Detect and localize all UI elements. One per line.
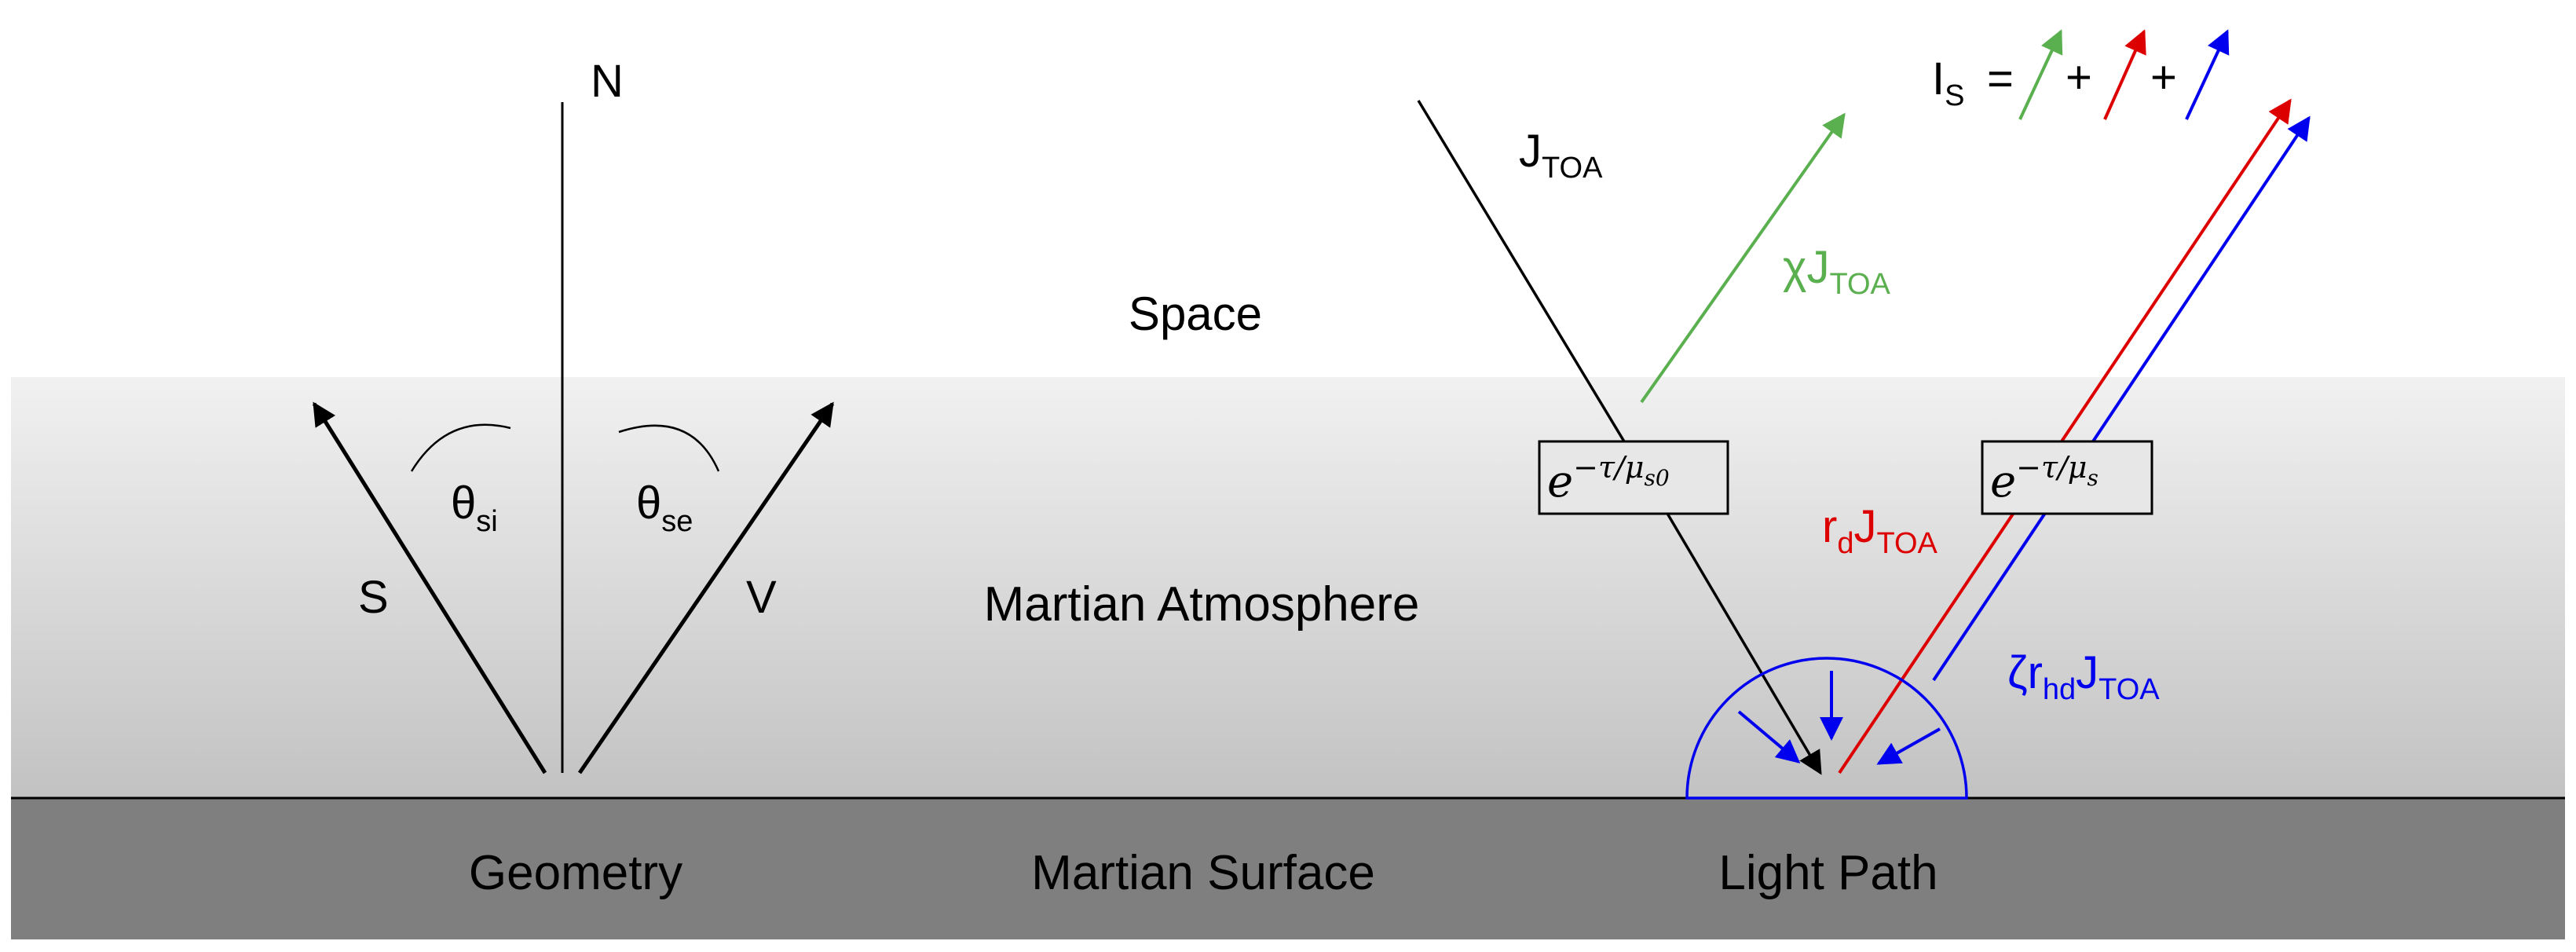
incoming-ray-lower — [1665, 511, 1822, 775]
incoming-ray-upper — [1417, 100, 1626, 442]
atmospheric-scatter-label: χJTOA — [1783, 242, 1891, 301]
surface-region — [11, 798, 2565, 939]
outgoing-attenuation-box: e−τ/μs — [1981, 440, 2153, 515]
equation-equals: = — [1987, 53, 2014, 104]
space-label: Space — [1129, 287, 1262, 340]
sun-vector-arrow — [312, 401, 547, 774]
atmospheric-scatter-arrow — [1640, 112, 1846, 404]
diffuse-reflection-label: ζrhdJTOA — [2007, 647, 2160, 706]
atmosphere-label: Martian Atmosphere — [984, 577, 1420, 632]
direct-reflection-label: rdJTOA — [1822, 501, 1938, 560]
sun-label: S — [358, 572, 389, 623]
equation-lhs: IS — [1932, 53, 1964, 112]
geometry-label: Geometry — [469, 846, 682, 900]
light-path-label: Light Path — [1718, 846, 1937, 900]
equation-blue-arrow — [2185, 29, 2230, 120]
equation-green-arrow — [2018, 29, 2063, 120]
incoming-flux-label: JTOA — [1519, 126, 1603, 185]
diffuse-hemisphere — [1685, 657, 1968, 800]
emission-angle-label: θse — [636, 478, 693, 538]
equation-plus-1: + — [2066, 52, 2092, 103]
view-label: V — [746, 572, 777, 623]
equation-plus-2: + — [2150, 52, 2177, 103]
emission-angle-arc — [618, 424, 720, 472]
space-region — [0, 0, 2576, 377]
svg-text:e−τ/μs: e−τ/μs — [1990, 450, 2098, 507]
normal-label: N — [591, 56, 624, 107]
view-vector-arrow — [577, 401, 835, 774]
incidence-angle-label: θsi — [451, 478, 498, 538]
diffuse-reflection-arrow — [1932, 115, 2311, 682]
diffuse-in-arrow-right — [1876, 727, 1941, 765]
surface-label: Martian Surface — [1031, 846, 1375, 900]
incoming-attenuation-box: e−τ/μs0 — [1538, 440, 1729, 515]
direct-reflection-arrow — [1838, 98, 2292, 774]
incidence-angle-arc — [410, 423, 511, 472]
diffuse-in-arrow-left — [1737, 710, 1801, 763]
equation-red-arrow — [2103, 29, 2146, 120]
svg-text:e−τ/μs0: e−τ/μs0 — [1547, 450, 1670, 507]
